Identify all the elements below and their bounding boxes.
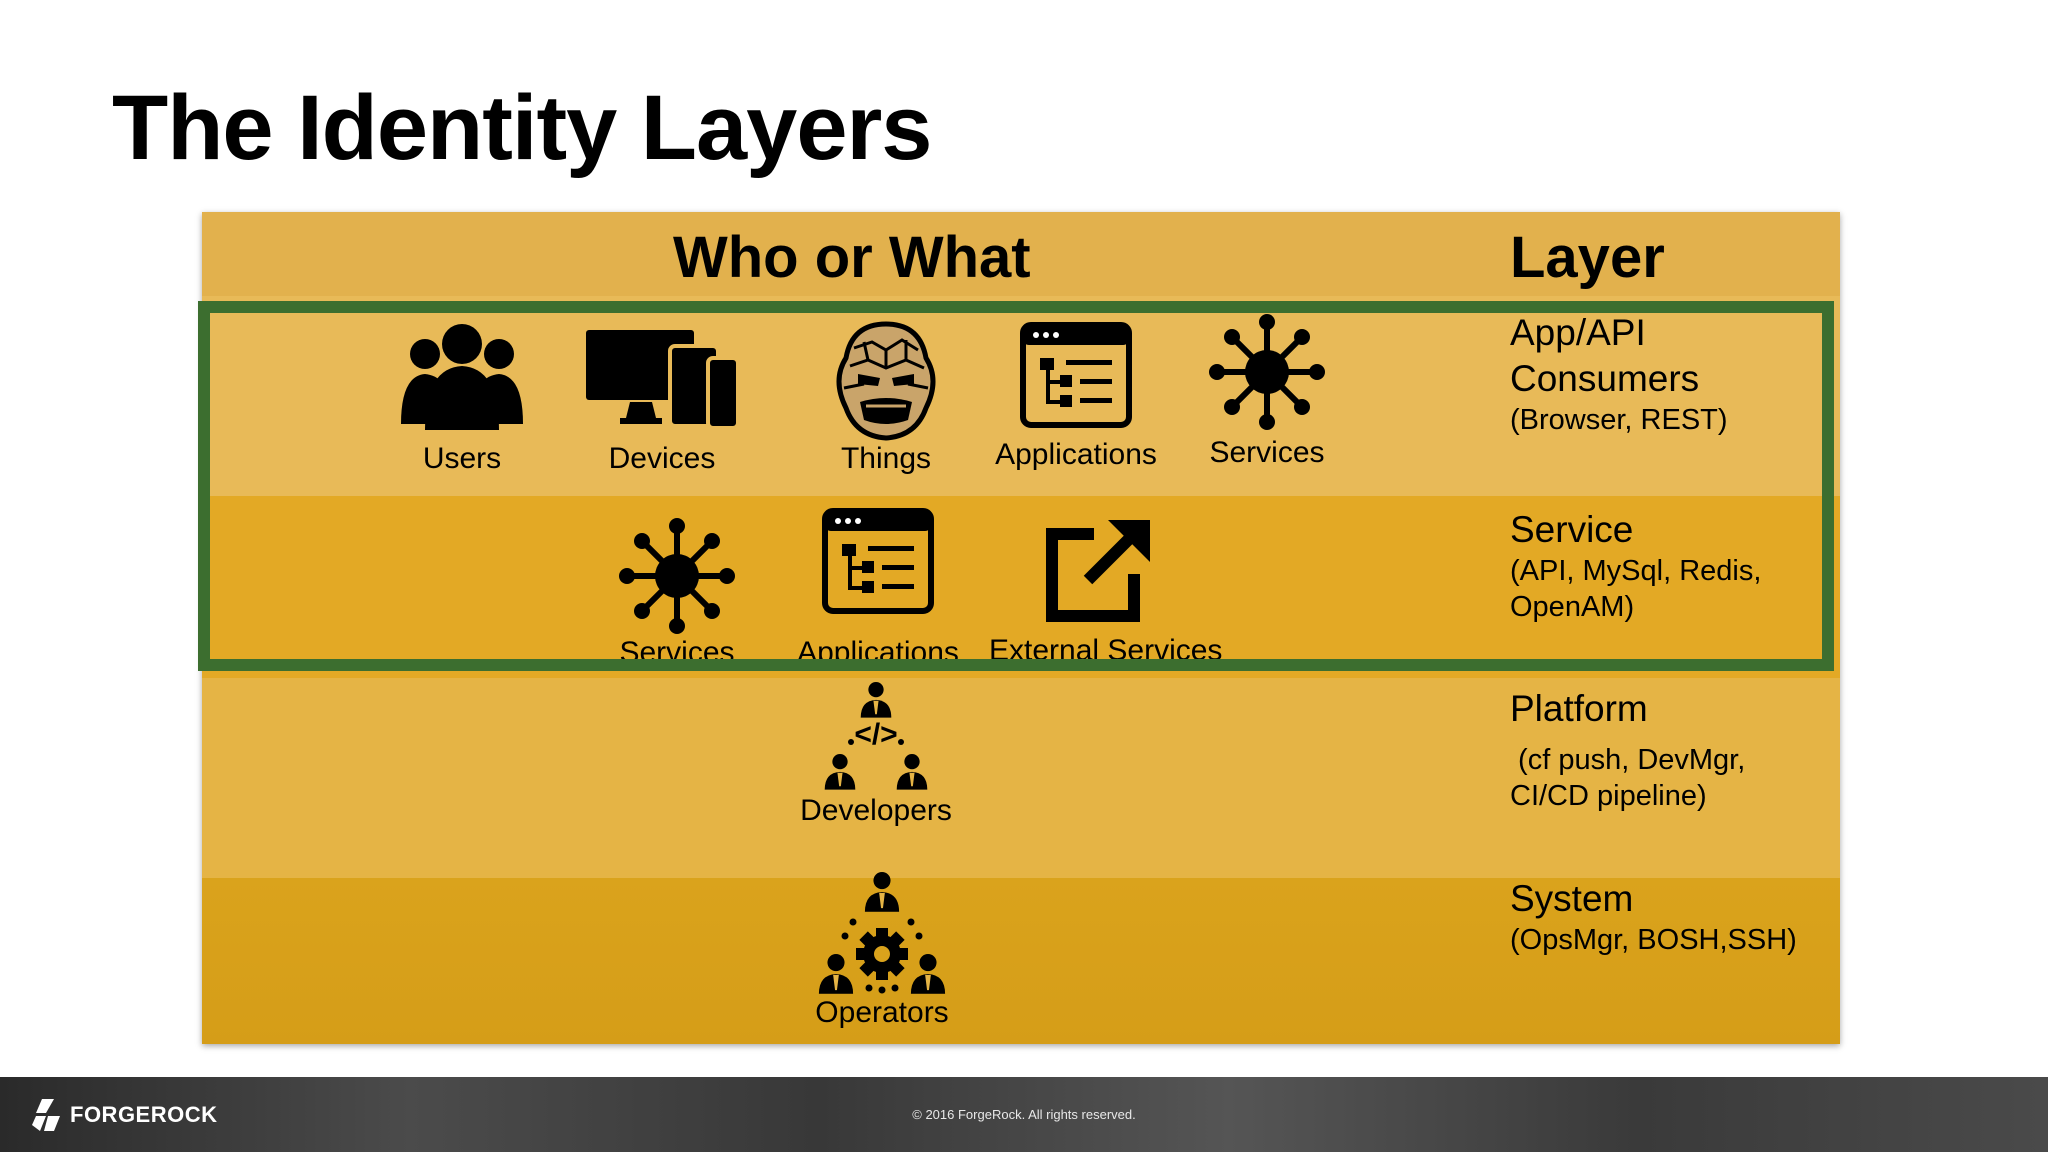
- thing-face-icon: [836, 321, 936, 441]
- layer-detail: (OpsMgr, BOSH,SSH): [1510, 924, 1797, 956]
- things-label: Things: [840, 442, 932, 475]
- system-band: [202, 878, 1840, 1044]
- applications-item: Applications: [966, 322, 1186, 472]
- layer-name: Platform: [1510, 688, 1648, 729]
- layer-name: System: [1510, 878, 1634, 919]
- layer-service: Service (API, MySql, Redis, OpenAM): [1510, 507, 1761, 625]
- users-item: Users: [352, 322, 572, 476]
- developers-label: Developers: [800, 794, 952, 827]
- forgerock-logo: FORGEROCK: [32, 1095, 218, 1135]
- layer-app-api-consumers: App/API Consumers (Browser, REST): [1510, 310, 1728, 438]
- layer-detail: OpenAM): [1510, 591, 1635, 623]
- devices-item: Devices: [552, 322, 772, 476]
- external-link-icon: [1046, 520, 1150, 622]
- layer-header: Layer: [1510, 225, 1665, 290]
- devices-icon: [586, 330, 740, 430]
- layer-system: System (OpsMgr, BOSH,SSH): [1510, 876, 1797, 958]
- developers-code-icon: </>: [821, 680, 931, 790]
- users-icon: [401, 324, 523, 430]
- layer-detail: CI/CD pipeline): [1510, 780, 1707, 812]
- developers-item: </> Developers: [766, 680, 986, 828]
- applications-label: Applications: [995, 438, 1157, 471]
- layer-detail: (Browser, REST): [1510, 404, 1728, 436]
- things-item: Things: [776, 318, 996, 476]
- highlight-frame: [198, 301, 1834, 671]
- footer-bar: FORGEROCK © 2016 ForgeRock. All rights r…: [0, 1077, 2048, 1152]
- brand-name: FORGEROCK: [70, 1102, 218, 1127]
- header-band: [202, 212, 1840, 296]
- service-band: [202, 496, 1840, 678]
- operators-gear-icon: [817, 870, 947, 996]
- svg-text:</>: </>: [854, 718, 897, 751]
- platform-band: [202, 678, 1840, 878]
- layer-name: Service: [1510, 509, 1634, 550]
- slide-title: The Identity Layers: [112, 77, 932, 179]
- layer-name: Consumers: [1510, 358, 1700, 399]
- devices-label: Devices: [608, 442, 716, 475]
- who-or-what-header: Who or What: [673, 225, 1031, 290]
- layer-detail: (API, MySql, Redis,: [1510, 555, 1762, 587]
- layer-detail: (cf push, DevMgr,: [1510, 744, 1746, 776]
- layer-name: App/API: [1510, 312, 1646, 353]
- services-label: Services: [1209, 436, 1325, 469]
- users-label: Users: [422, 442, 502, 475]
- copyright-text: © 2016 ForgeRock. All rights reserved.: [912, 1107, 1136, 1122]
- forgerock-logo-icon: [32, 1099, 60, 1131]
- operators-label: Operators: [815, 996, 949, 1029]
- layer-platform: Platform (cf push, DevMgr, CI/CD pipelin…: [1510, 686, 1745, 814]
- operators-item: Operators: [772, 870, 992, 1030]
- services-item: Services: [1157, 312, 1377, 470]
